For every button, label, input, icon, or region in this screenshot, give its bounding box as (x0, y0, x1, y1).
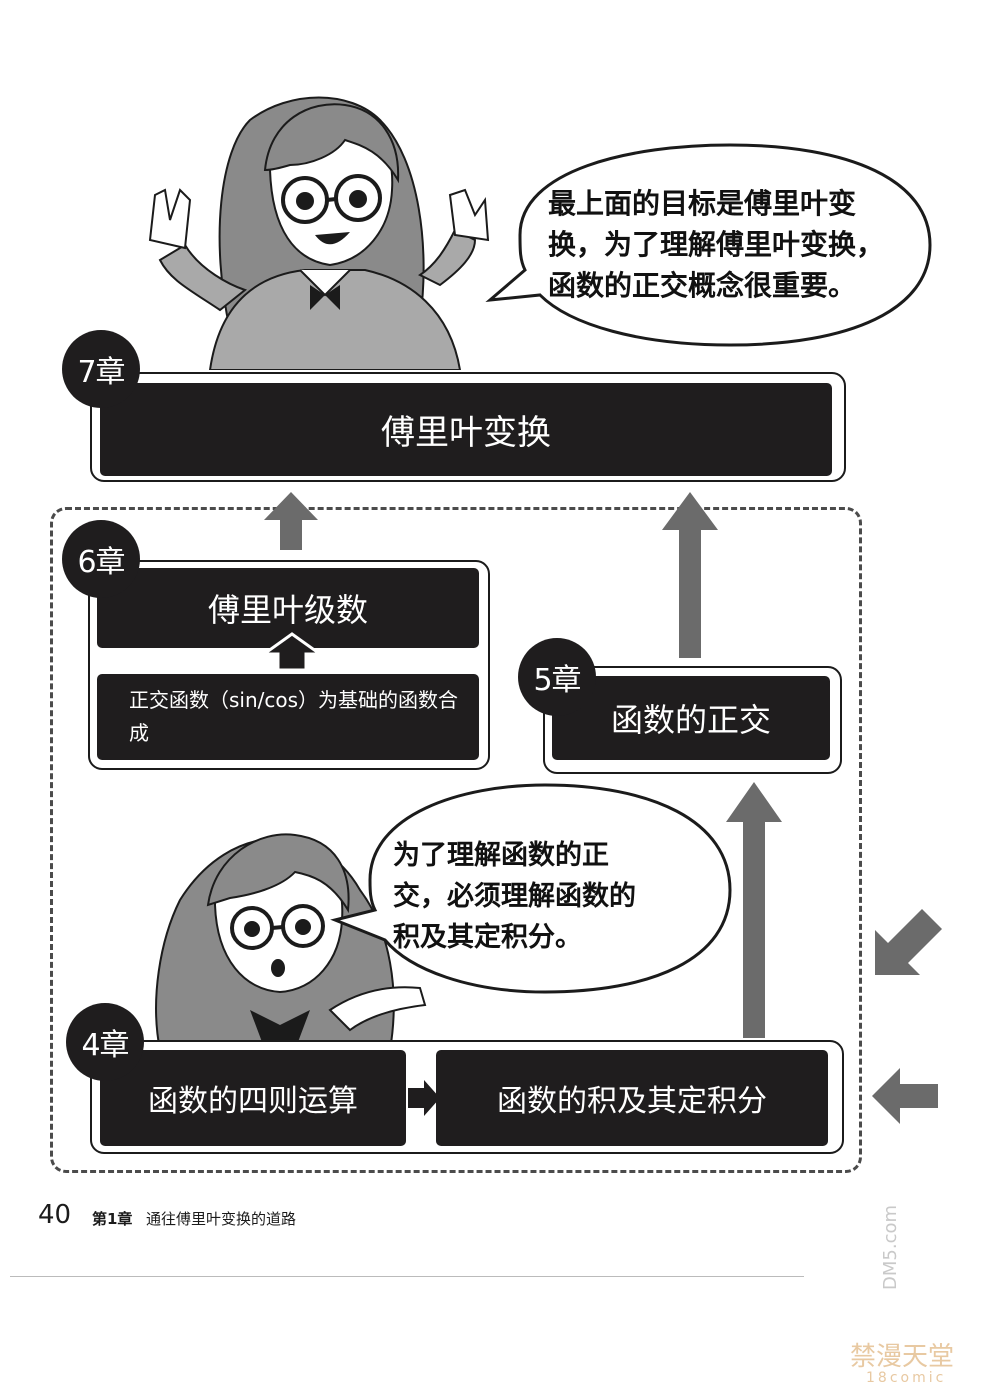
speech-mid-line: 交，必须理解函数的 (393, 881, 636, 912)
chapter4-badge-text: 4章 (81, 1028, 129, 1063)
footer-chapter-title: 通往傅里叶变换的道路 (146, 1210, 297, 1228)
chapter5-title: 函数的正交 (552, 676, 830, 760)
arrow-ch6-to-ch7 (264, 492, 318, 550)
watermark-site: DM5.com (880, 1204, 901, 1290)
speech-top-line: 换，为了理解傅里叶变换， (548, 228, 885, 261)
girl-illustration-top (148, 96, 490, 370)
chapter4-item2: 函数的积及其定积分 (436, 1050, 828, 1146)
page-number: 40 (38, 1200, 72, 1230)
footer-chapter: 第1章 (92, 1210, 133, 1228)
girl-illustration-middle (155, 833, 427, 1050)
arrow-left-icon (872, 1068, 938, 1124)
chapter5-title-text: 函数的正交 (610, 701, 771, 739)
chapter4-item1-text: 函数的四则运算 (148, 1084, 358, 1119)
chapter4-item1: 函数的四则运算 (100, 1050, 406, 1146)
arrow-diagonal-icon (875, 909, 942, 975)
speech-top-line: 最上面的目标是傅里叶变 (548, 187, 857, 220)
chapter4-badge: 4章 (66, 1003, 144, 1081)
page-bottom-rule (10, 1276, 804, 1277)
arrow-right-icon (408, 1080, 440, 1116)
watermark-brand-sub: 18comic (866, 1370, 947, 1386)
chapter4-item2-text: 函数的积及其定积分 (497, 1084, 767, 1119)
chapter6-subtitle: 正交函数（sin/cos）为基础的函数合成 (97, 674, 479, 760)
watermark-brand: 禁漫天堂 (850, 1342, 955, 1372)
chapter6-subtitle-text: 正交函数（sin/cos）为基础的函数合成 (129, 688, 459, 745)
chapter7-title-text: 傅里叶变换 (381, 413, 551, 453)
chapter6-badge: 6章 (62, 520, 140, 598)
arrow-up-icon (262, 632, 322, 672)
chapter5-badge-text: 5章 (533, 663, 581, 698)
chapter7-badge: 7章 (62, 330, 140, 408)
arrow-ch4-to-ch5 (726, 782, 782, 1038)
arrow-ch5-to-ch7 (662, 492, 718, 658)
dashed-group-border (50, 507, 862, 1173)
chapter5-badge: 5章 (518, 638, 596, 716)
speech-top-line: 函数的正交概念很重要。 (548, 269, 857, 302)
speech-bubble-top (485, 143, 932, 347)
chapter7-title: 傅里叶变换 (100, 383, 832, 476)
speech-bubble-middle (330, 783, 732, 994)
chapter6-badge-text: 6章 (77, 545, 125, 580)
speech-mid-line: 为了理解函数的正 (393, 840, 609, 871)
speech-bubble-middle-text: 为了理解函数的正 交，必须理解函数的 积及其定积分。 (393, 835, 713, 958)
speech-bubble-top-text: 最上面的目标是傅里叶变 换，为了理解傅里叶变换， 函数的正交概念很重要。 (548, 183, 928, 306)
chapter6-title: 傅里叶级数 (97, 568, 479, 648)
chapter7-badge-text: 7章 (77, 355, 125, 390)
chapter6-title-text: 傅里叶级数 (207, 591, 368, 629)
speech-mid-line: 积及其定积分。 (393, 922, 582, 953)
